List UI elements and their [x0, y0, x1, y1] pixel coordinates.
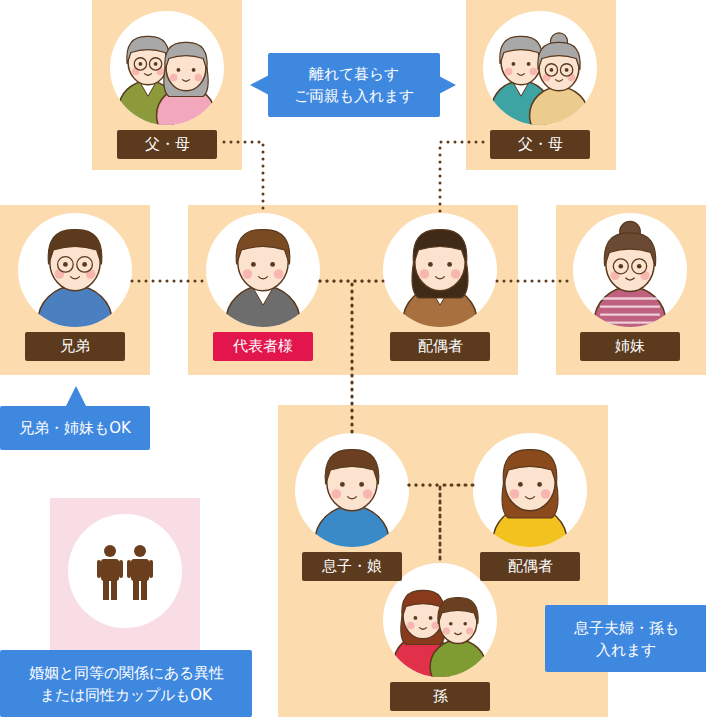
couple-icon — [68, 514, 182, 628]
family-link — [440, 142, 483, 213]
person-box: 息子・娘 — [295, 433, 409, 581]
brother-panel — [0, 205, 150, 375]
family-link — [497, 280, 573, 283]
person-figure — [157, 42, 216, 144]
parents-panel — [92, 0, 242, 170]
callout-box: 息子夫婦・孫も 入れます — [545, 605, 706, 672]
person-box: 配偶者 — [473, 433, 587, 581]
family-link — [320, 280, 383, 283]
icon-circle — [68, 514, 182, 628]
person-icon — [97, 545, 123, 600]
couple-type-panel — [50, 498, 200, 650]
name-tag: 配偶者 — [390, 332, 490, 361]
callout-box: 兄弟・姉妹もOK — [0, 406, 150, 450]
person-box: 父・母 — [110, 11, 224, 159]
family-link — [132, 280, 206, 283]
person-box: 代表者様 — [206, 213, 320, 361]
portraits — [18, 11, 687, 694]
family-link — [409, 485, 440, 563]
portrait — [119, 36, 216, 144]
parents-panel — [466, 0, 616, 170]
person-box: 配偶者 — [383, 213, 497, 361]
name-tag: 息子・娘 — [302, 552, 402, 581]
name-tag: 代表者様 — [213, 332, 313, 361]
callout-pointer — [66, 386, 86, 406]
name-tag: 兄弟 — [25, 332, 125, 361]
portrait — [492, 33, 589, 144]
callout-text: 婚姻と同等の関係にある異性 または同性カップルもOK — [8, 662, 244, 706]
callout-text: 兄弟・姉妹もOK — [19, 417, 131, 439]
person-box: 兄弟 — [18, 213, 132, 361]
family-link — [440, 485, 473, 563]
family-link — [352, 281, 383, 433]
family-link — [320, 281, 352, 433]
callout-text: 息子夫婦・孫も 入れます — [553, 617, 699, 661]
person-box: 孫 — [383, 563, 497, 711]
sister-panel — [556, 205, 706, 375]
name-tag: 配偶者 — [480, 552, 580, 581]
person-figure — [530, 33, 589, 144]
person-box: 姉妹 — [573, 213, 687, 361]
callout-text: 離れて暮らす ご両親も入れます — [276, 63, 432, 107]
name-tag: 父・母 — [117, 130, 217, 159]
person-icon — [127, 545, 153, 600]
callout-box: 婚姻と同等の関係にある異性 または同性カップルもOK — [0, 650, 252, 717]
family-link — [224, 142, 263, 213]
portrait — [394, 590, 486, 694]
callout-pointer — [250, 75, 269, 95]
name-tag: 姉妹 — [580, 332, 680, 361]
name-tag: 孫 — [390, 682, 490, 711]
name-tag: 父・母 — [490, 130, 590, 159]
callout-box: 離れて暮らす ご両親も入れます — [268, 53, 440, 117]
person-box: 父・母 — [483, 11, 597, 159]
person-figure — [430, 598, 486, 694]
